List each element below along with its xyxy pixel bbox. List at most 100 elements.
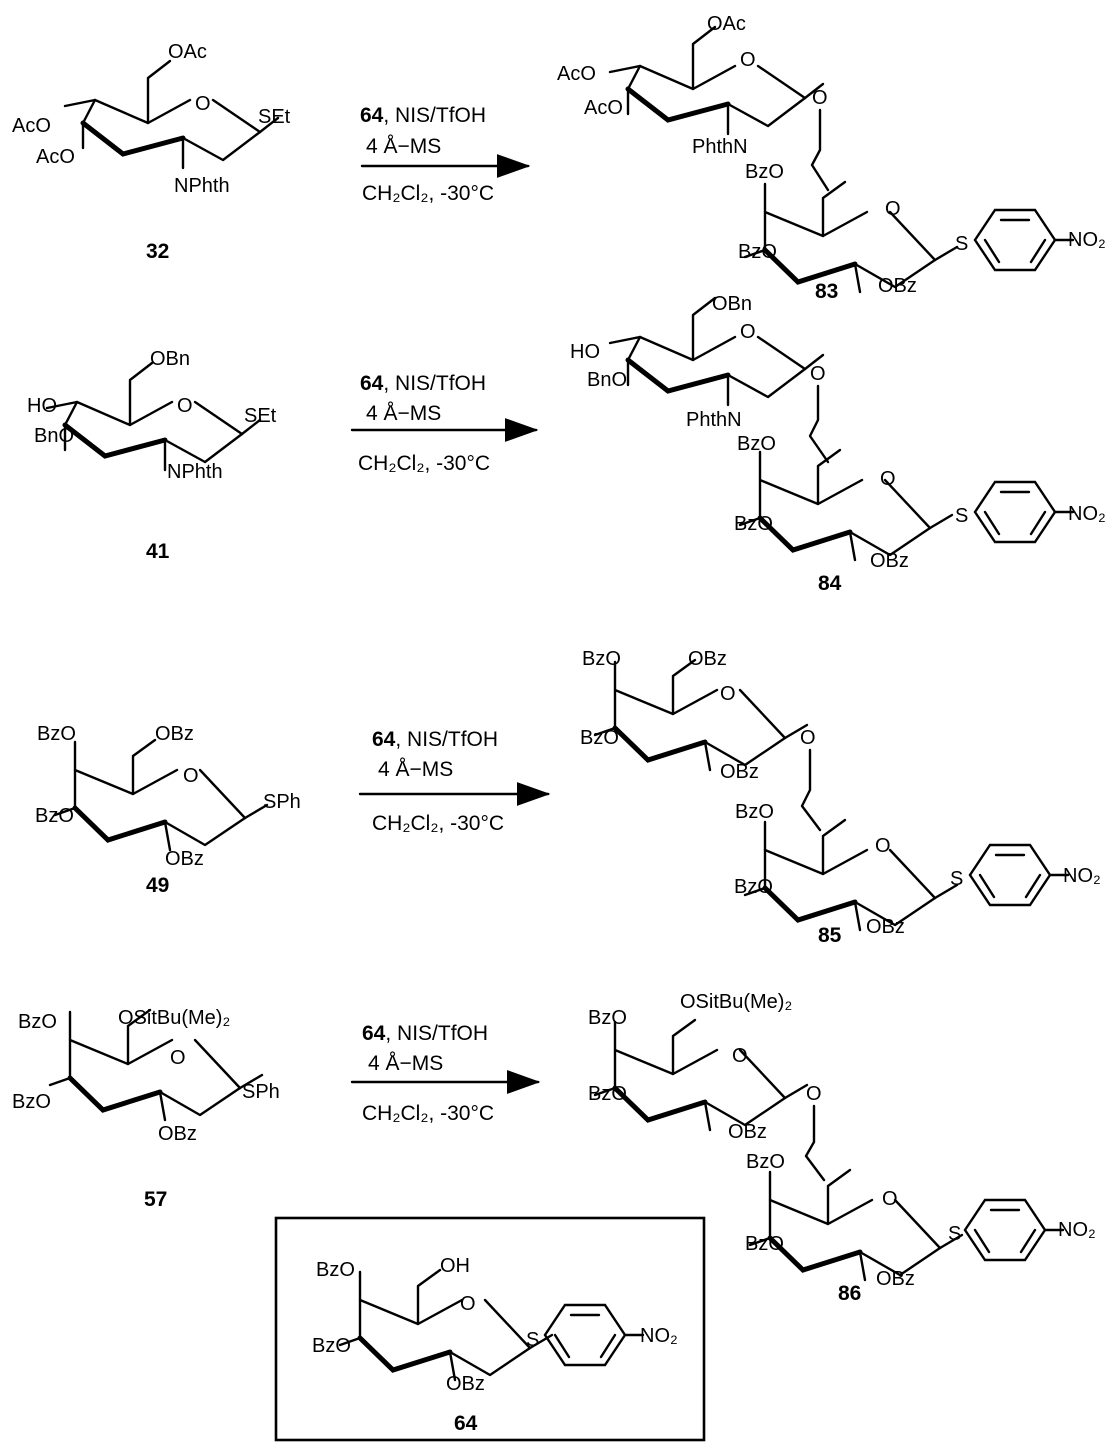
sieves: 4 Å−MS bbox=[366, 135, 441, 158]
label-SEt: SEt bbox=[258, 106, 291, 128]
solvent: CH₂Cl₂, -30°C bbox=[372, 812, 504, 835]
label-OTBS: OSitBu(Me)₂ bbox=[680, 991, 792, 1013]
label-ring-O: O bbox=[875, 835, 891, 857]
label-ring-O: O bbox=[882, 1188, 898, 1210]
label-OBz: OBz bbox=[720, 761, 759, 783]
label-OBz: OBz bbox=[866, 916, 905, 938]
sieves: 4 Å−MS bbox=[366, 402, 441, 425]
reagent-64: 64 bbox=[360, 372, 384, 395]
reaction-arrow-3: 64, NIS/TfOH 4 Å−MS CH₂Cl₂, -30°C bbox=[358, 728, 551, 835]
reaction-arrow-1: 64, NIS/TfOH 4 Å−MS CH₂Cl₂, -30°C bbox=[360, 104, 531, 205]
svg-text:64, NIS/TfOH: 64, NIS/TfOH bbox=[360, 104, 486, 127]
label-BzO: BzO bbox=[588, 1007, 627, 1029]
label-NPhth: NPhth bbox=[167, 461, 223, 483]
label-OBn: OBn bbox=[712, 293, 752, 315]
reagent-64: 64 bbox=[372, 728, 396, 751]
label-BzO: BzO bbox=[745, 161, 784, 183]
label-BzO: BzO bbox=[734, 876, 773, 898]
reaction-arrow-2: 64, NIS/TfOH 4 Å−MS CH₂Cl₂, -30°C bbox=[350, 372, 539, 475]
reagent-64: 64 bbox=[362, 1022, 386, 1045]
compound-number-64: 64 bbox=[454, 1412, 478, 1435]
label-ring-O: O bbox=[183, 765, 199, 787]
label-BzO: BzO bbox=[582, 648, 621, 670]
label-BzO: BzO bbox=[18, 1011, 57, 1033]
reaction-arrow-4: 64, NIS/TfOH 4 Å−MS CH₂Cl₂, -30°C bbox=[350, 1022, 541, 1125]
label-S: S bbox=[948, 1223, 961, 1245]
label-OBz: OBz bbox=[446, 1373, 485, 1395]
label-ring-O: O bbox=[740, 321, 756, 343]
label-PhthN: PhthN bbox=[686, 409, 742, 431]
compound-number-86: 86 bbox=[838, 1282, 861, 1305]
label-AcO: AcO bbox=[557, 63, 596, 85]
label-link-O: O bbox=[812, 87, 828, 109]
label-ring-O: O bbox=[460, 1293, 476, 1315]
label-ring-O: O bbox=[170, 1047, 186, 1069]
label-ring-O: O bbox=[740, 49, 756, 71]
label-ring-O: O bbox=[880, 468, 896, 490]
compound-number-83: 83 bbox=[815, 280, 838, 303]
label-BzO: BzO bbox=[746, 1151, 785, 1173]
label-ring-O: O bbox=[195, 93, 211, 115]
label-OBz: OBz bbox=[876, 1268, 915, 1290]
solvent: CH₂Cl₂, -30°C bbox=[362, 182, 494, 205]
label-BzO: BzO bbox=[316, 1259, 355, 1281]
label-ring-O: O bbox=[732, 1045, 748, 1067]
label-BzO: BzO bbox=[12, 1091, 51, 1113]
label-SEt: SEt bbox=[244, 405, 277, 427]
compound-number-49: 49 bbox=[146, 874, 169, 897]
svg-text:64, NIS/TfOH: 64, NIS/TfOH bbox=[362, 1022, 488, 1045]
compound-number-85: 85 bbox=[818, 924, 842, 947]
label-ring-O: O bbox=[720, 683, 736, 705]
label-AcO: AcO bbox=[36, 146, 75, 168]
promoter: , NIS/TfOH bbox=[395, 728, 498, 751]
promoter: , NIS/TfOH bbox=[385, 1022, 488, 1045]
label-AcO: AcO bbox=[584, 97, 623, 119]
label-SPh: SPh bbox=[263, 791, 301, 813]
label-BzO: BzO bbox=[588, 1083, 627, 1105]
label-BzO: BzO bbox=[745, 1233, 784, 1255]
sieves: 4 Å−MS bbox=[368, 1052, 443, 1075]
label-SPh: SPh bbox=[242, 1081, 280, 1103]
label-BnO: BnO bbox=[34, 425, 74, 447]
label-OBz: OBz bbox=[870, 550, 909, 572]
label-link-O: O bbox=[806, 1083, 822, 1105]
compound-84: OBn HO BnO O PhthN O BzO BzO O OBz S NO₂ bbox=[570, 293, 1106, 572]
label-NO2: NO₂ bbox=[1058, 1219, 1096, 1241]
label-NO2: NO₂ bbox=[1068, 229, 1106, 251]
compound-64-box: BzO OH BzO O OBz S NO₂ 64 bbox=[274, 1216, 706, 1442]
label-BzO: BzO bbox=[735, 801, 774, 823]
label-OBz: OBz bbox=[155, 723, 194, 745]
label-OBz: OBz bbox=[158, 1123, 197, 1145]
label-BzO: BzO bbox=[35, 805, 74, 827]
label-ring-O: O bbox=[177, 395, 193, 417]
label-OTBS: OSitBu(Me)₂ bbox=[118, 1007, 230, 1029]
label-NPhth: NPhth bbox=[174, 175, 230, 197]
label-OBz: OBz bbox=[165, 848, 204, 870]
compound-49: BzO OBz BzO O SPh OBz bbox=[35, 723, 301, 870]
label-S: S bbox=[955, 505, 968, 527]
reagent-64: 64 bbox=[360, 104, 384, 127]
label-PhthN: PhthN bbox=[692, 136, 748, 158]
label-ring-O: O bbox=[885, 198, 901, 220]
compound-85: BzO OBz BzO O OBz O BzO BzO O OBz S NO₂ bbox=[580, 648, 1101, 938]
label-OAc: OAc bbox=[707, 13, 746, 35]
label-S: S bbox=[526, 1329, 539, 1351]
label-HO: HO bbox=[570, 341, 600, 363]
promoter: , NIS/TfOH bbox=[383, 104, 486, 127]
label-BzO: BzO bbox=[738, 241, 777, 263]
compound-number-32: 32 bbox=[146, 240, 169, 263]
label-BnO: BnO bbox=[587, 369, 627, 391]
label-BzO: BzO bbox=[312, 1335, 351, 1357]
promoter: , NIS/TfOH bbox=[383, 372, 486, 395]
label-S: S bbox=[955, 233, 968, 255]
label-link-O: O bbox=[810, 363, 826, 385]
label-OAc: OAc bbox=[168, 41, 207, 63]
compound-86: BzO OSitBu(Me)₂ BzO O OBz O BzO BzO O OB… bbox=[588, 991, 1096, 1290]
label-HO: HO bbox=[27, 395, 57, 417]
sieves: 4 Å−MS bbox=[378, 758, 453, 781]
label-OBz: OBz bbox=[878, 275, 917, 297]
label-link-O: O bbox=[800, 727, 816, 749]
compound-32: OAc AcO AcO O SEt NPhth bbox=[12, 41, 291, 197]
compound-41: OBn HO BnO O SEt NPhth bbox=[27, 348, 277, 483]
